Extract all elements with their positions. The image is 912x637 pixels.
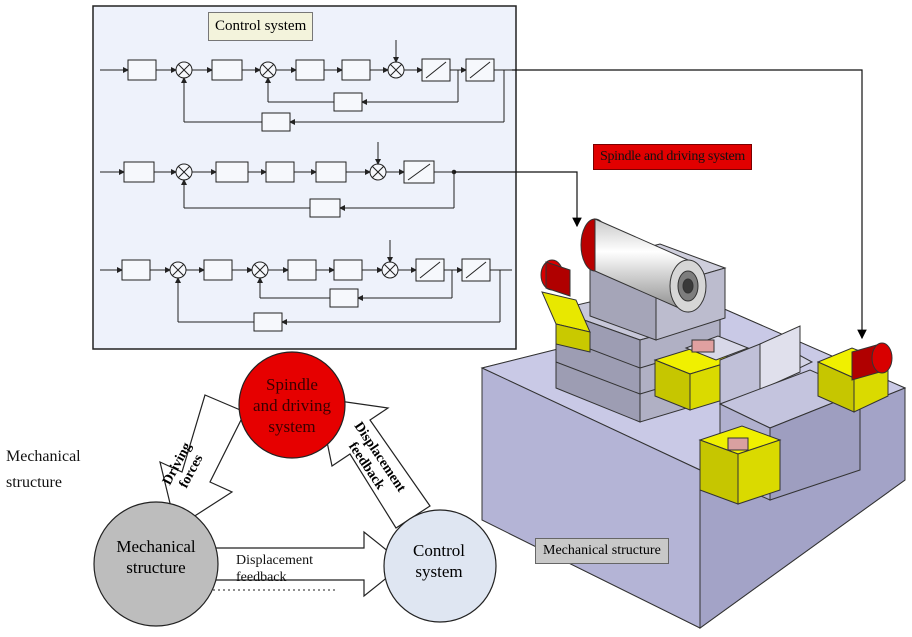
displacement-feedback-horizontal-arrow xyxy=(207,530,405,598)
connector-to-spindle xyxy=(454,171,582,228)
control-loop-2 xyxy=(100,142,457,218)
mechanical-structure-tag: Mechanical structure xyxy=(535,538,669,564)
control-node xyxy=(383,509,497,623)
spindle-system-tag: Spindle and driving system xyxy=(593,144,753,170)
front-clamp xyxy=(698,425,782,505)
cycle-diagram xyxy=(93,351,497,627)
driving-forces-arrow xyxy=(159,394,246,529)
connector-to-right-motor xyxy=(512,69,867,340)
connector-lines xyxy=(454,69,867,340)
spindle-cylinder xyxy=(580,218,707,313)
control-node-label: Control system xyxy=(413,541,465,581)
control-system-panel xyxy=(92,5,517,350)
mechanical-structure-label: Mechanical structure xyxy=(6,448,81,491)
displacement-feedback-horizontal-label: Displacement feedback xyxy=(236,553,313,585)
right-motor xyxy=(851,342,893,381)
mechanical-node xyxy=(93,501,219,627)
control-system-title: Control system xyxy=(208,12,314,41)
spindle-node-label: Spindle and driving system xyxy=(253,375,331,436)
displacement-feedback-diagonal-arrow xyxy=(317,397,431,529)
machine-illustration xyxy=(480,218,907,629)
control-loop-3 xyxy=(100,240,512,332)
left-motor xyxy=(540,259,591,353)
control-loop-1 xyxy=(100,40,512,132)
mechanical-node-label: Mechanical structure xyxy=(116,537,196,577)
spindle-node xyxy=(238,351,346,459)
